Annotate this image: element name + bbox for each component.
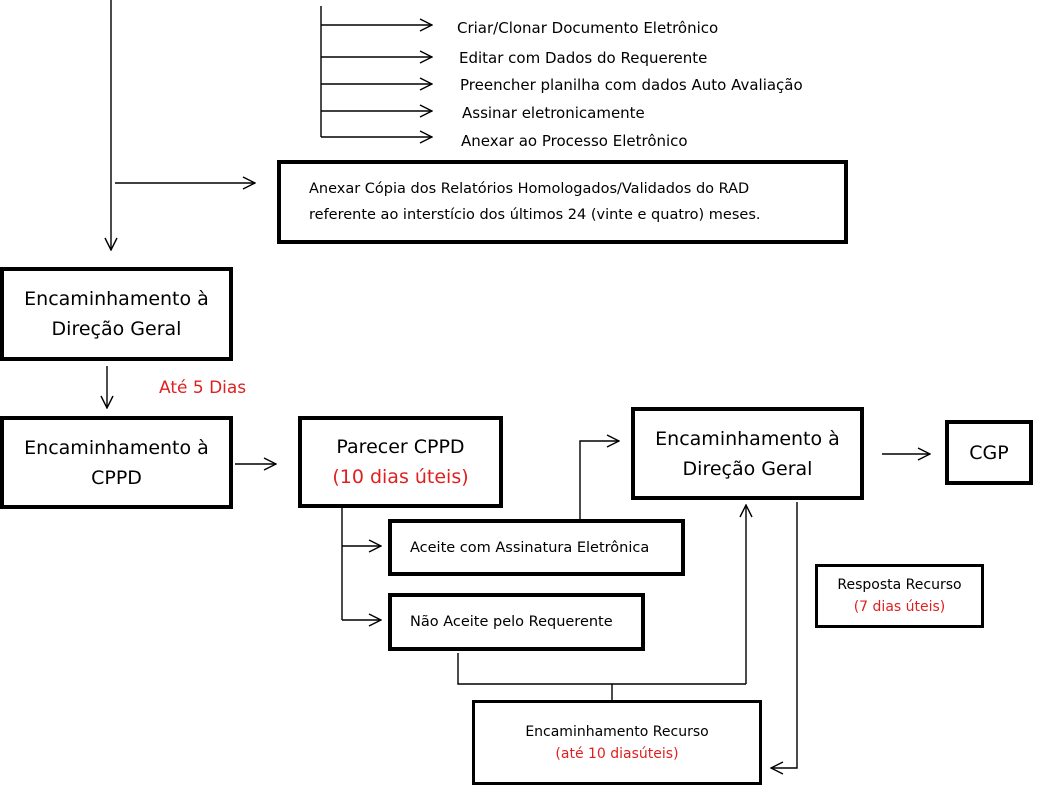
opinion-box-line1: Parecer CPPD [336, 436, 465, 458]
appeal-response-box: Resposta Recurso (7 dias úteis) [815, 564, 984, 628]
step-5-label: Anexar ao Processo Eletrônico [461, 132, 688, 150]
arrow-aceite-to-direcao [579, 441, 619, 520]
direction-box-2-line1: Encaminhamento à [655, 427, 840, 450]
deadline-label: Até 5 Dias [159, 378, 247, 398]
direction-box-2-line2: Direção Geral [682, 457, 813, 480]
appeal-forward-line1: Encaminhamento Recurso [525, 723, 709, 740]
forward-to-direction-box-2: Encaminhamento à Direção Geral [631, 407, 864, 500]
rad-attachment-box: Anexar Cópia dos Relatórios Homologados/… [277, 160, 848, 244]
forward-to-direction-box: Encaminhamento à Direção Geral [0, 267, 233, 361]
direction-box-line1: Encaminhamento à [24, 288, 209, 310]
cppd-opinion-box: Parecer CPPD (10 dias úteis) [298, 416, 503, 508]
appeal-forward-box: Encaminhamento Recurso (até 10 diasúteis… [472, 700, 762, 785]
opinion-box-deadline: (10 dias úteis) [332, 466, 469, 488]
accepted-label: Aceite com Assinatura Eletrônica [410, 539, 650, 556]
line-nao-aceite-down [457, 653, 746, 685]
cppd-box-line2: CPPD [91, 466, 142, 489]
direction-box-line2: Direção Geral [51, 318, 182, 340]
arrow-direcao-to-recurso [771, 502, 798, 768]
step-2-label: Editar com Dados do Requerente [459, 49, 708, 67]
cppd-box-line1: Encaminhamento à [24, 436, 209, 459]
step-1-label: Criar/Clonar Documento Eletrônico [457, 19, 719, 37]
rad-box-line2: referente ao interstício dos últimos 24 … [309, 207, 761, 223]
cgp-box: CGP [945, 420, 1033, 485]
accepted-box: Aceite com Assinatura Eletrônica [388, 519, 685, 576]
appeal-response-deadline: (7 dias úteis) [853, 599, 946, 615]
step-3-label: Preencher planilha com dados Auto Avalia… [460, 76, 803, 94]
not-accepted-box: Não Aceite pelo Requerente [388, 593, 645, 651]
forward-to-cppd-box: Encaminhamento à CPPD [0, 416, 233, 509]
not-accepted-label: Não Aceite pelo Requerente [410, 614, 613, 630]
step-4-label: Assinar eletronicamente [462, 104, 645, 122]
rad-box-line1: Anexar Cópia dos Relatórios Homologados/… [309, 181, 750, 197]
appeal-response-line1: Resposta Recurso [837, 577, 962, 593]
cgp-label: CGP [969, 441, 1009, 464]
appeal-forward-deadline: (até 10 diasúteis) [555, 745, 679, 762]
